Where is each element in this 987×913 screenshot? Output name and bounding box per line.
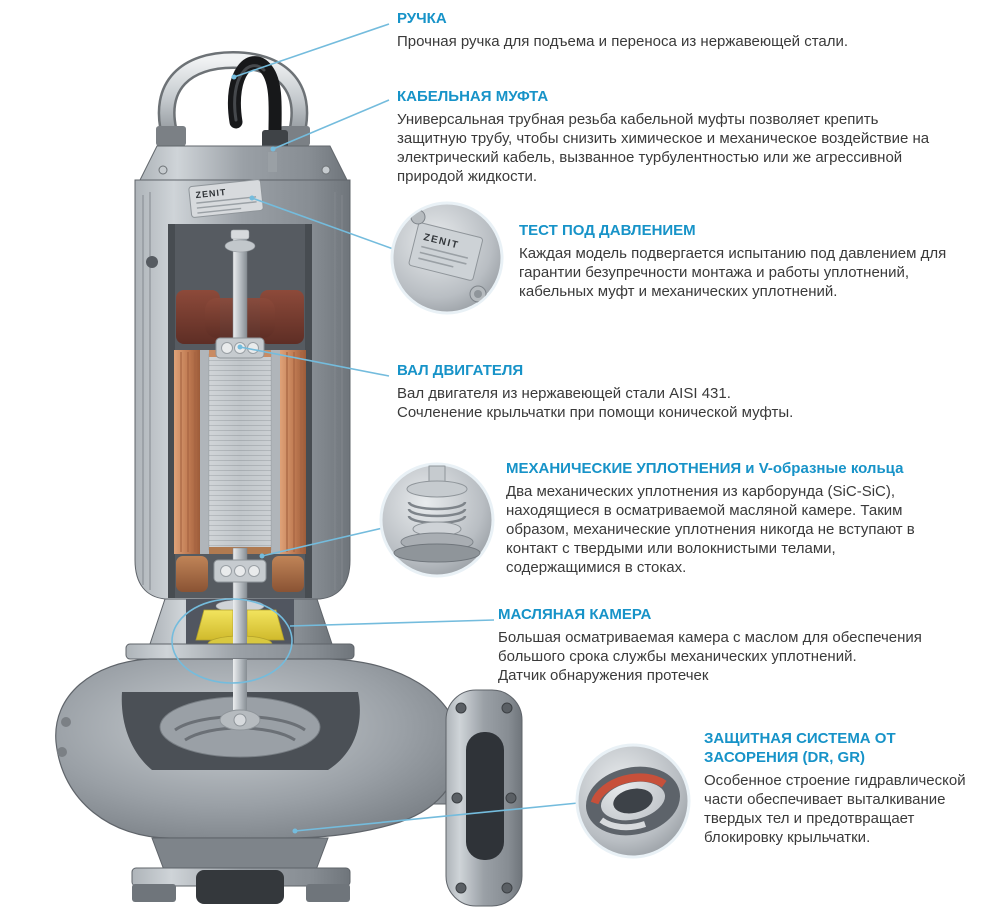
power-cable bbox=[228, 56, 282, 159]
leader-mechanical-seals bbox=[261, 527, 384, 557]
nameplate: ZENIT bbox=[188, 179, 264, 218]
rotor bbox=[208, 350, 272, 554]
leader-anti-clog bbox=[294, 802, 579, 832]
stator-windings bbox=[174, 350, 306, 554]
winding-heads-upper bbox=[176, 290, 304, 344]
motor-interior-cutaway bbox=[168, 224, 312, 661]
inset-pressure-test: ZENIT bbox=[390, 201, 504, 315]
leader-handle-dot bbox=[231, 74, 237, 80]
callout-cable-gland: КАБЕЛЬНАЯ МУФТА Универсальная трубная ре… bbox=[397, 87, 945, 186]
callout-pressure-test-title: ТЕСТ ПОД ДАВЛЕНИЕМ bbox=[519, 222, 696, 239]
bearing-lower bbox=[213, 559, 267, 583]
callout-pressure-test: ТЕСТ ПОД ДАВЛЕНИЕМ Каждая модель подверг… bbox=[519, 221, 974, 301]
callout-oil-chamber: МАСЛЯНАЯ КАМЕРА Большая осматриваемая ка… bbox=[498, 605, 968, 685]
pump: ZENIT bbox=[55, 50, 523, 907]
leader-oil-chamber bbox=[289, 619, 495, 627]
callout-motor-shaft: ВАЛ ДВИГАТЕЛЯ Вал двигателя из нержавеющ… bbox=[397, 361, 867, 422]
volute-casing bbox=[55, 643, 461, 839]
callout-cable-gland-title: КАБЕЛЬНАЯ МУФТА bbox=[397, 88, 549, 105]
leader-lines bbox=[171, 23, 579, 834]
callout-motor-shaft-body: Вал двигателя из нержавеющей стали AISI … bbox=[397, 385, 794, 421]
leader-anti-clog-dot bbox=[292, 828, 298, 834]
inlet-base bbox=[131, 837, 351, 904]
callout-motor-shaft-title: ВАЛ ДВИГАТЕЛЯ bbox=[397, 362, 524, 379]
callout-handle: РУЧКА Прочная ручка для подъема и перено… bbox=[397, 9, 942, 51]
oil-chamber-highlight-ring bbox=[171, 598, 293, 684]
leader-pressure-test-dot bbox=[249, 195, 255, 201]
callout-oil-chamber-body: Большая осматриваемая камера с маслом дл… bbox=[498, 629, 922, 684]
winding-heads-lower bbox=[176, 556, 304, 592]
callout-anti-clog-body: Особенное строение гидравлической части … bbox=[704, 772, 966, 846]
leader-cable-gland-dot bbox=[270, 146, 276, 152]
callout-handle-title: РУЧКА bbox=[397, 10, 447, 27]
oil-chamber bbox=[149, 598, 333, 659]
discharge-flange bbox=[445, 689, 523, 907]
callout-mechanical-seals: МЕХАНИЧЕСКИЕ УПЛОТНЕНИЯ и V-образные кол… bbox=[506, 459, 936, 577]
leader-pressure-test bbox=[251, 197, 397, 251]
callout-mechanical-seals-title: МЕХАНИЧЕСКИЕ УПЛОТНЕНИЯ и V-образные кол… bbox=[506, 460, 904, 477]
pump-handle bbox=[156, 50, 310, 146]
callout-mechanical-seals-body: Два механических уплотнения из карборунд… bbox=[506, 483, 915, 576]
callout-anti-clog: ЗАЩИТНАЯ СИСТЕМА ОТ ЗАСОРЕНИЯ (DR, GR) О… bbox=[704, 729, 976, 847]
callout-handle-body: Прочная ручка для подъема и переноса из … bbox=[397, 33, 849, 50]
leader-motor-shaft-dot bbox=[237, 344, 243, 350]
impeller-cutaway bbox=[121, 659, 360, 770]
leader-handle bbox=[233, 23, 390, 78]
nameplate-brand-text: ZENIT bbox=[195, 187, 227, 200]
callout-anti-clog-title: ЗАЩИТНАЯ СИСТЕМА ОТ ЗАСОРЕНИЯ (DR, GR) bbox=[704, 730, 896, 766]
leader-mechanical-seals-dot bbox=[259, 553, 265, 559]
leader-motor-shaft bbox=[239, 346, 390, 377]
callout-oil-chamber-title: МАСЛЯНАЯ КАМЕРА bbox=[498, 606, 652, 623]
top-cover bbox=[139, 130, 348, 181]
inset-anti-clog-impeller bbox=[575, 743, 691, 859]
inset-mechanical-seals bbox=[379, 462, 495, 578]
callout-pressure-test-body: Каждая модель подвергается испытанию под… bbox=[519, 245, 947, 300]
callout-cable-gland-body: Универсальная трубная резьба кабельной м… bbox=[397, 111, 930, 185]
leader-cable-gland bbox=[272, 99, 390, 150]
